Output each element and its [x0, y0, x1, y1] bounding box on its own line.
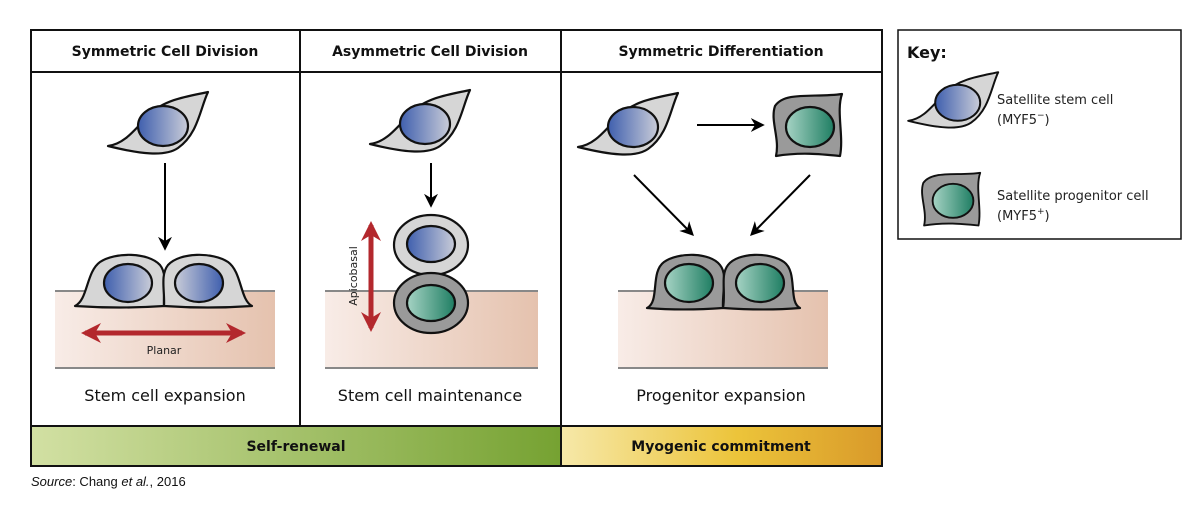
basal-progenitor-daughter-cell [392, 271, 470, 335]
key-item-stem-cell-marker: (MYF5−) [997, 111, 1050, 128]
caption-stem-cell-maintenance: Stem cell maintenance [338, 386, 522, 405]
apical-stem-daughter-cell [392, 213, 470, 277]
panel-title-asymmetric-division: Asymmetric Cell Division [332, 44, 528, 60]
key-legend: Key: Satellite stem cell (MYF5−) Satelli… [897, 29, 1182, 240]
panel-symmetric-differentiation: Progenitor expansion [576, 91, 844, 405]
stem-daughter-cell-right [162, 253, 254, 309]
caption-progenitor-expansion: Progenitor expansion [636, 386, 806, 405]
source-citation: Source: Chang et al., 2016 [31, 474, 186, 489]
key-item-stem-cell-name: Satellite stem cell [997, 93, 1113, 108]
myogenic-commitment-label: Myogenic commitment [631, 439, 811, 455]
progenitor-daughter-cell-left [645, 253, 726, 311]
panel-symmetric-division: Planar Stem cell expansion [55, 90, 275, 405]
panel-title-symmetric-division: Symmetric Cell Division [72, 44, 259, 60]
progenitor-cell-icon [921, 171, 982, 227]
source-etal: et al. [121, 474, 149, 489]
panel-asymmetric-division: Apicobasal Stem cell maintenance [325, 88, 538, 405]
diagonal-arrow-right [750, 174, 811, 236]
planar-label: Planar [147, 344, 182, 357]
key-item-progenitor-cell-name: Satellite progenitor cell [997, 189, 1149, 204]
source-year: , 2016 [150, 474, 186, 489]
progenitor-cell-icon [772, 92, 844, 158]
myogenic-commitment-band: Myogenic commitment [562, 427, 881, 465]
self-renewal-label: Self-renewal [246, 439, 345, 455]
progenitor-daughter-cell-right [721, 253, 802, 311]
key-item-progenitor-cell-marker: (MYF5+) [997, 207, 1050, 224]
caption-stem-cell-expansion: Stem cell expansion [84, 386, 245, 405]
source-label: Source [31, 474, 72, 489]
source-authors: : Chang [72, 474, 121, 489]
key-title: Key: [907, 43, 947, 62]
apicobasal-label: Apicobasal [347, 246, 360, 306]
panel-title-symmetric-differentiation: Symmetric Differentiation [618, 44, 823, 60]
self-renewal-band: Self-renewal [32, 427, 560, 465]
diagonal-arrow-left [633, 174, 694, 236]
stem-daughter-cell-left [73, 253, 166, 309]
